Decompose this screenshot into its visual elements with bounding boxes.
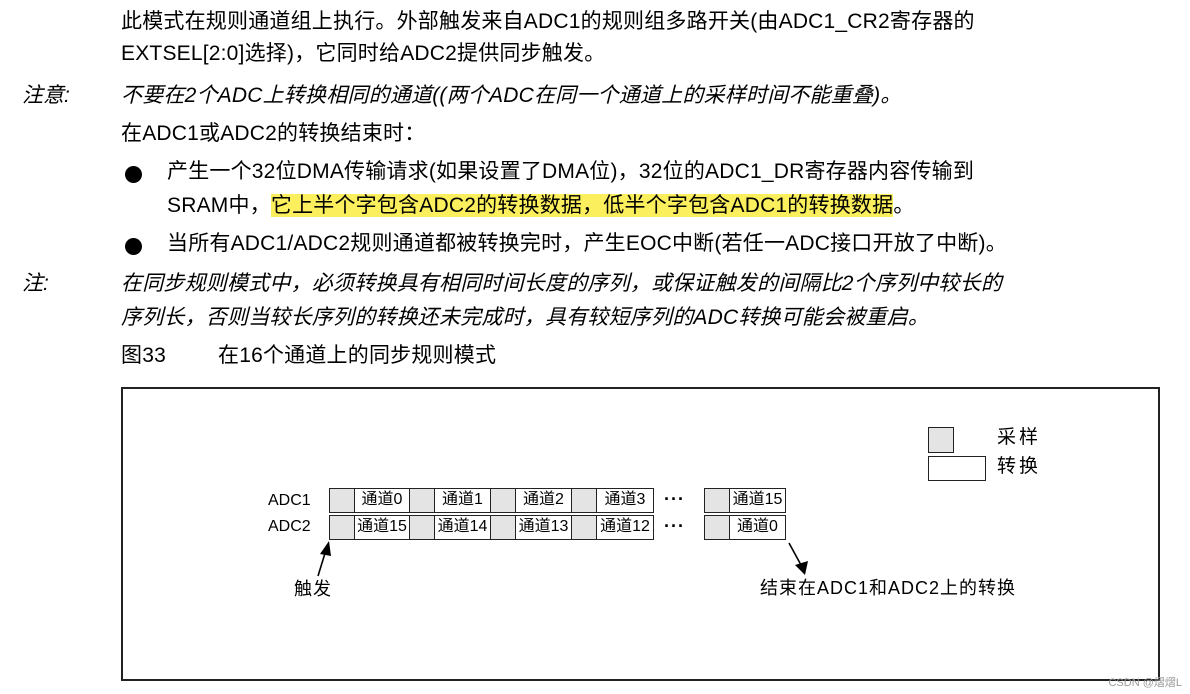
channel-cell: 通道15 [354, 515, 410, 540]
bullet-2-line-1: 当所有ADC1/ADC2规则通道都被转换完时，产生EOC中断(若任一ADC接口开… [167, 232, 1007, 255]
bullet-dot-icon [125, 238, 142, 255]
adc2-label: ADC2 [268, 518, 311, 535]
bullet-dot-icon [125, 166, 142, 183]
channel-cell: 通道0 [354, 488, 410, 513]
note-line-2: 序列长，否则当较长序列的转换还未完成时，具有较短序列的ADC转换可能会被重启。 [121, 306, 930, 329]
sample-cell [329, 488, 355, 513]
ellipsis: ··· [664, 489, 685, 509]
channel-cell: 通道0 [729, 515, 786, 540]
sample-cell [409, 488, 435, 513]
sample-cell [490, 515, 516, 540]
end-conversion-label: 结束在ADC1和ADC2上的转换 [760, 578, 1017, 598]
channel-cell: 通道14 [434, 515, 491, 540]
bullet-1-line-1: 产生一个32位DMA传输请求(如果设置了DMA位)，32位的ADC1_DR寄存器… [167, 160, 975, 183]
bullet-1-suffix: 。 [893, 194, 915, 217]
channel-cell: 通道12 [596, 515, 654, 540]
legend-sample-swatch [928, 427, 954, 453]
legend-convert-swatch [928, 456, 986, 481]
eoc-intro: 在ADC1或ADC2的转换结束时： [121, 122, 426, 145]
bullet-1-line-2: SRAM中，它上半个字包含ADC2的转换数据，低半个字包含ADC1的转换数据。 [167, 192, 915, 220]
channel-cell: 通道15 [729, 488, 786, 513]
paragraph-line-1: 此模式在规则通道组上执行。外部触发来自ADC1的规则组多路开关(由ADC1_CR… [121, 10, 975, 33]
channel-cell: 通道2 [515, 488, 572, 513]
sample-cell [571, 488, 597, 513]
legend-sample-label: 采样 [997, 427, 1042, 448]
sample-cell [490, 488, 516, 513]
figure-number: 图33 [121, 344, 166, 367]
end-arrow-icon [788, 542, 808, 575]
sample-cell [329, 515, 355, 540]
note-line-1: 在同步规则模式中，必须转换具有相同时间长度的序列，或保证触发的间隔比2个序列中较… [121, 272, 1003, 295]
trigger-arrow-icon [317, 541, 331, 577]
attention-label: 注意: [22, 84, 70, 107]
highlighted-text: 它上半个字包含ADC2的转换数据，低半个字包含ADC1的转换数据 [270, 194, 894, 217]
sample-cell [704, 515, 730, 540]
channel-cell: 通道13 [515, 515, 572, 540]
legend-convert-label: 转换 [997, 456, 1042, 477]
paragraph-line-2: EXTSEL[2:0]选择)，它同时给ADC2提供同步触发。 [121, 42, 606, 65]
watermark: CSDN @熠熠L [1108, 677, 1182, 689]
sample-cell [409, 515, 435, 540]
figure-frame [121, 387, 1160, 681]
sample-cell [704, 488, 730, 513]
note-label: 注: [22, 272, 49, 295]
attention-text: 不要在2个ADC上转换相同的通道((两个ADC在同一个通道上的采样时间不能重叠)… [121, 84, 902, 107]
trigger-label: 触发 [294, 579, 332, 599]
channel-cell: 通道1 [434, 488, 491, 513]
ellipsis: ··· [664, 516, 685, 536]
adc1-label: ADC1 [268, 492, 311, 509]
bullet-1-prefix: SRAM中， [167, 194, 271, 217]
figure-caption: 在16个通道上的同步规则模式 [218, 344, 497, 367]
sample-cell [571, 515, 597, 540]
channel-cell: 通道3 [596, 488, 654, 513]
